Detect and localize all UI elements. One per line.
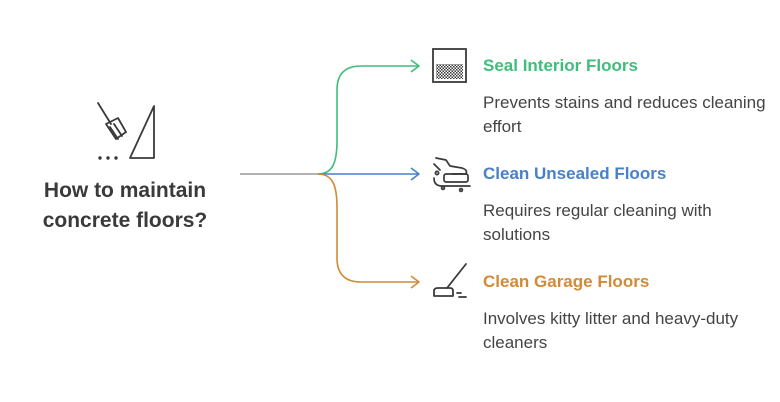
branch-desc-seal-interior: Prevents stains and reduces cleaning eff…: [483, 93, 766, 136]
arrowhead-seal-interior: [410, 59, 420, 73]
broom-dustpan-icon: [97, 102, 155, 160]
branch-title-clean-unsealed: Clean Unsealed Floors: [483, 164, 667, 183]
connector-clean-garage: [317, 173, 418, 283]
arrowhead-clean-garage: [410, 275, 420, 289]
sealed-surface-icon: [432, 48, 467, 83]
scrubbing-hand-icon: [433, 157, 471, 193]
floor-mop-icon: [433, 263, 467, 298]
branch-desc-clean-garage: Involves kitty litter and heavy-duty cle…: [483, 309, 739, 352]
branch-title-seal-interior: Seal Interior Floors: [483, 56, 638, 75]
root-title: How to maintain concrete floors?: [42, 179, 208, 232]
branch-title-clean-garage: Clean Garage Floors: [483, 272, 650, 291]
arrowhead-clean-unsealed: [410, 167, 420, 181]
connector-seal-interior: [317, 65, 418, 175]
branch-desc-clean-unsealed: Requires regular cleaning with solutions: [483, 201, 712, 244]
